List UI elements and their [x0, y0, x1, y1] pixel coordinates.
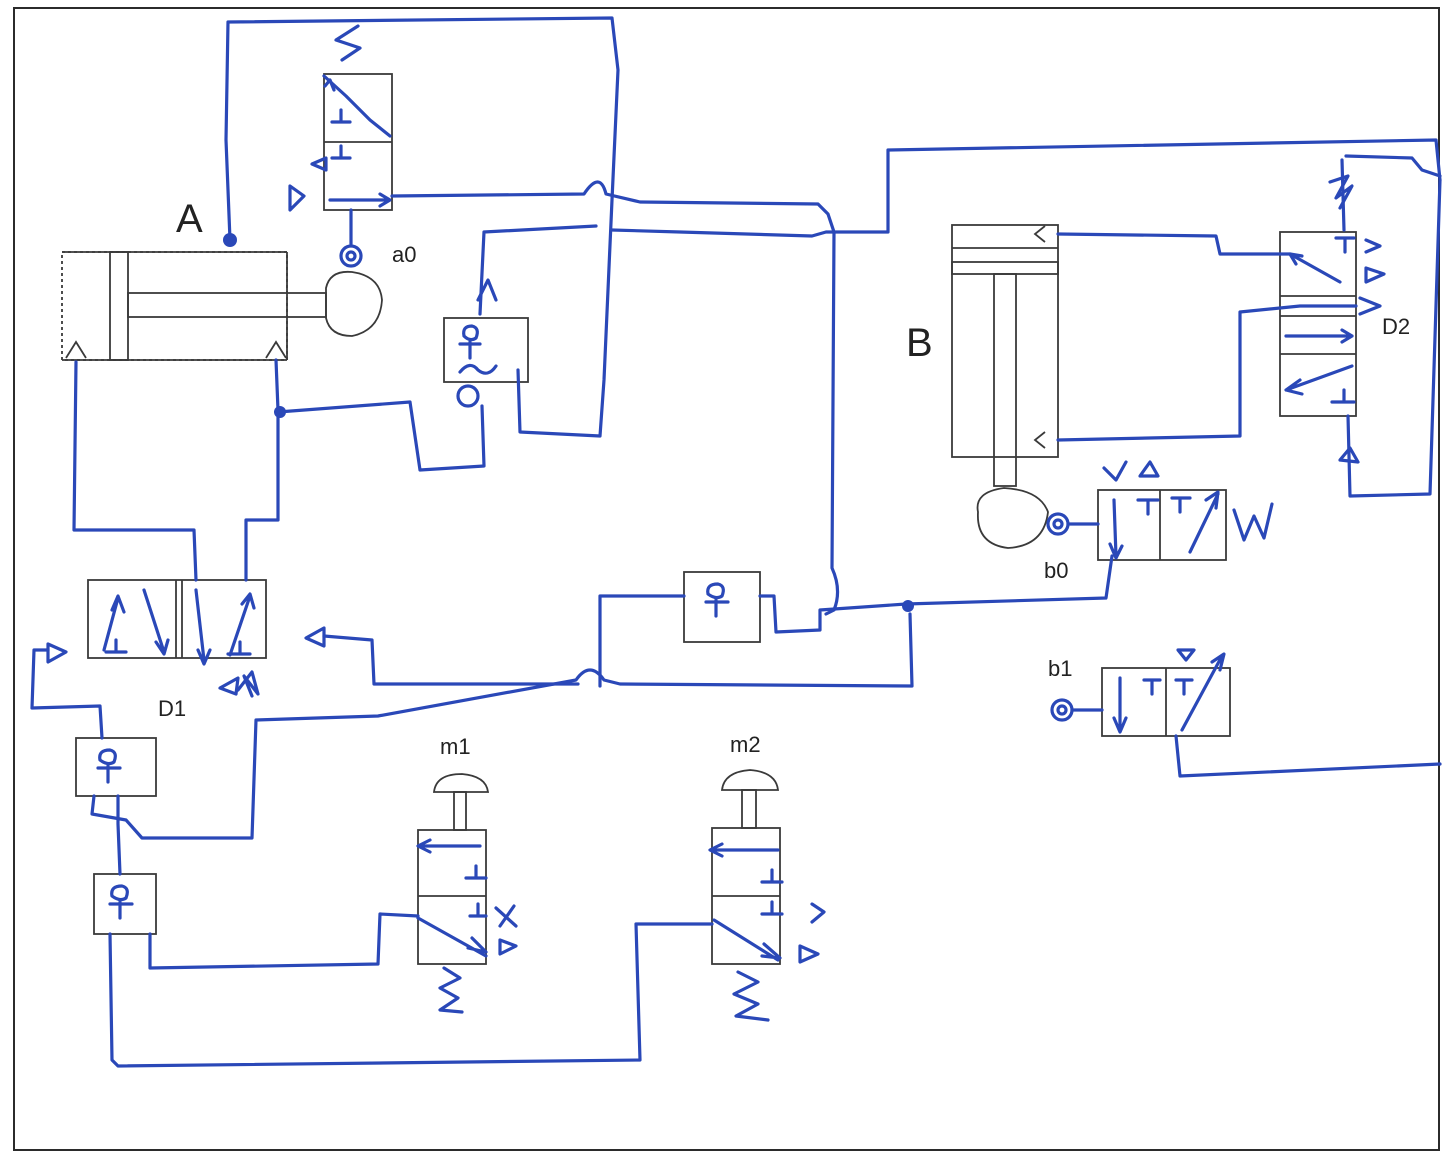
- button-m2-label: m2: [730, 732, 761, 757]
- pneumatic-lines: [30, 16, 1442, 1068]
- or-valve-center: [683, 571, 761, 643]
- directional-valve-d2: [1279, 174, 1386, 464]
- cylinder-a: [61, 233, 383, 361]
- or-valve-upper: [443, 278, 529, 408]
- sensor-a0-label: a0: [392, 242, 416, 267]
- cylinder-a-label: A: [176, 197, 203, 241]
- pushbutton-valve-m1: [416, 773, 518, 1014]
- valve-d1-label: D1: [158, 696, 186, 721]
- cylinder-b-label: B: [906, 321, 933, 365]
- limit-valve-b0: [1046, 460, 1274, 561]
- or-valve-left-upper: [75, 737, 157, 797]
- cylinder-b: [951, 224, 1059, 549]
- directional-valve-d1: [46, 579, 326, 698]
- or-valve-left-lower: [93, 873, 157, 935]
- valve-d2-label: D2: [1382, 314, 1410, 339]
- sensor-b0-label: b0: [1044, 558, 1068, 583]
- button-m1-label: m1: [440, 734, 471, 759]
- pushbutton-valve-m2: [708, 769, 826, 1022]
- limit-valve-b1: [1050, 648, 1231, 737]
- diagram-border: [13, 7, 1440, 1151]
- sensor-b1-label: b1: [1048, 656, 1072, 681]
- limit-valve-a0: [288, 24, 393, 268]
